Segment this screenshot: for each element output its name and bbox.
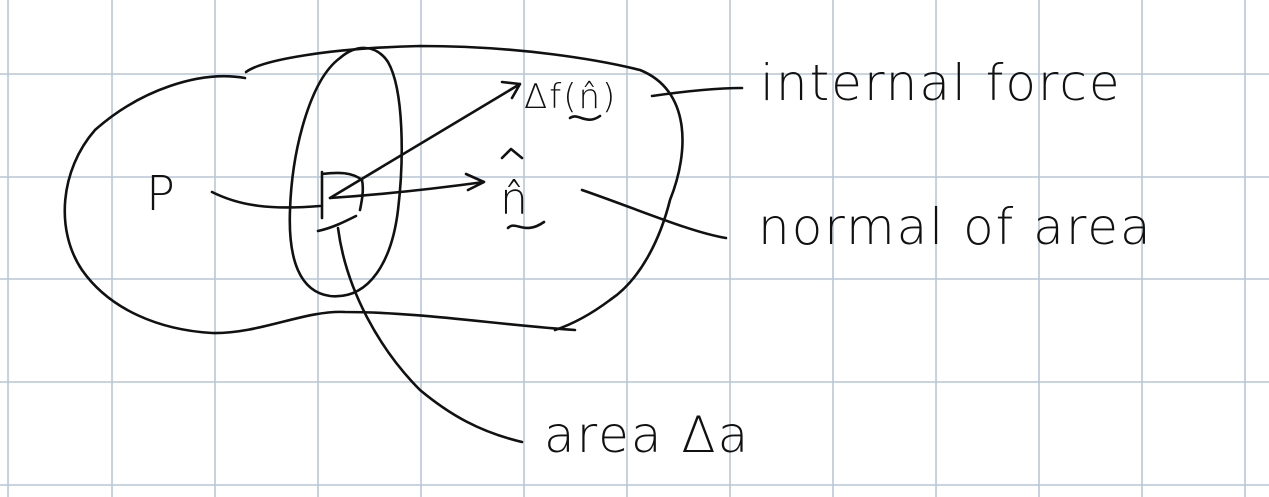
point-label: P xyxy=(146,166,177,222)
area-leader xyxy=(336,226,524,444)
normal-tilde xyxy=(506,220,546,230)
force-label: Δf(n̂) xyxy=(524,77,617,117)
internal-force-label: internal force xyxy=(760,54,1122,112)
normal-leader xyxy=(580,188,728,240)
force-tilde xyxy=(568,114,602,121)
normal-label: n̂ xyxy=(500,174,530,225)
point-leader-line xyxy=(210,190,322,209)
normal-hat xyxy=(500,147,524,160)
body-outline-left xyxy=(63,74,577,335)
normal-of-area-label: normal of area xyxy=(758,198,1153,256)
normal-arrow xyxy=(328,172,486,200)
force-arrow xyxy=(328,80,522,200)
area-element-base xyxy=(316,214,358,233)
section-cut-outline xyxy=(288,46,403,298)
area-label: area Δa xyxy=(544,406,750,464)
internal-force-leader xyxy=(650,86,744,98)
